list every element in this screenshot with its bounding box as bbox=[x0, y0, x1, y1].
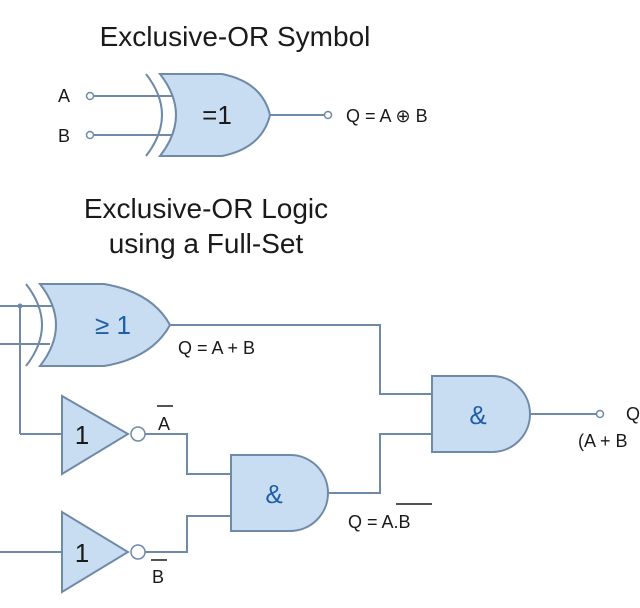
logic-title-line1: Exclusive-OR Logic bbox=[84, 193, 328, 224]
not-gate-a-label: 1 bbox=[75, 420, 89, 450]
not-gate-b-bubble bbox=[130, 544, 146, 560]
logic-title-line2: using a Full-Set bbox=[109, 228, 304, 259]
final-input-wires bbox=[170, 324, 432, 494]
junction-dot bbox=[17, 303, 23, 309]
final-output-label-line2: (A + B bbox=[578, 431, 628, 451]
symbol-input-a-label: A bbox=[58, 86, 70, 106]
nand-gate bbox=[230, 454, 329, 532]
nand-gate-label: & bbox=[265, 479, 282, 509]
or-extra-arc bbox=[25, 283, 43, 367]
not-gate-b bbox=[61, 510, 130, 594]
or-gate-label: ≥ 1 bbox=[95, 310, 131, 340]
final-output-label-line1: Q bbox=[626, 404, 640, 424]
not-gate-a bbox=[61, 394, 130, 476]
symbol-output-label: Q = A ⊕ B bbox=[346, 106, 428, 126]
final-gate-label: & bbox=[469, 400, 486, 430]
symbol-title: Exclusive-OR Symbol bbox=[100, 21, 371, 52]
logic-input-wires bbox=[0, 305, 62, 553]
nand-input-wires bbox=[145, 433, 231, 553]
not-gate-a-bubble bbox=[130, 426, 146, 442]
symbol-input-wires bbox=[93, 95, 174, 136]
final-and-gate bbox=[431, 375, 531, 453]
final-output-terminal bbox=[595, 409, 605, 419]
xor-gate-label: =1 bbox=[202, 100, 232, 130]
or-gate bbox=[37, 283, 172, 367]
symbol-output-terminal bbox=[323, 110, 333, 120]
symbol-input-b-label: B bbox=[58, 126, 70, 146]
symbol-input-a-terminal bbox=[85, 91, 95, 101]
not-gate-b-label: 1 bbox=[75, 538, 89, 568]
xor-gate-symbol bbox=[157, 73, 272, 157]
symbol-input-b-terminal bbox=[85, 130, 95, 140]
or-output-label: Q = A + B bbox=[178, 338, 255, 358]
not-a-output-label: A bbox=[158, 414, 170, 434]
not-b-output-label: B bbox=[152, 567, 164, 587]
xor-extra-arc bbox=[145, 73, 163, 157]
nand-output-label: Q = A.B bbox=[348, 512, 411, 532]
